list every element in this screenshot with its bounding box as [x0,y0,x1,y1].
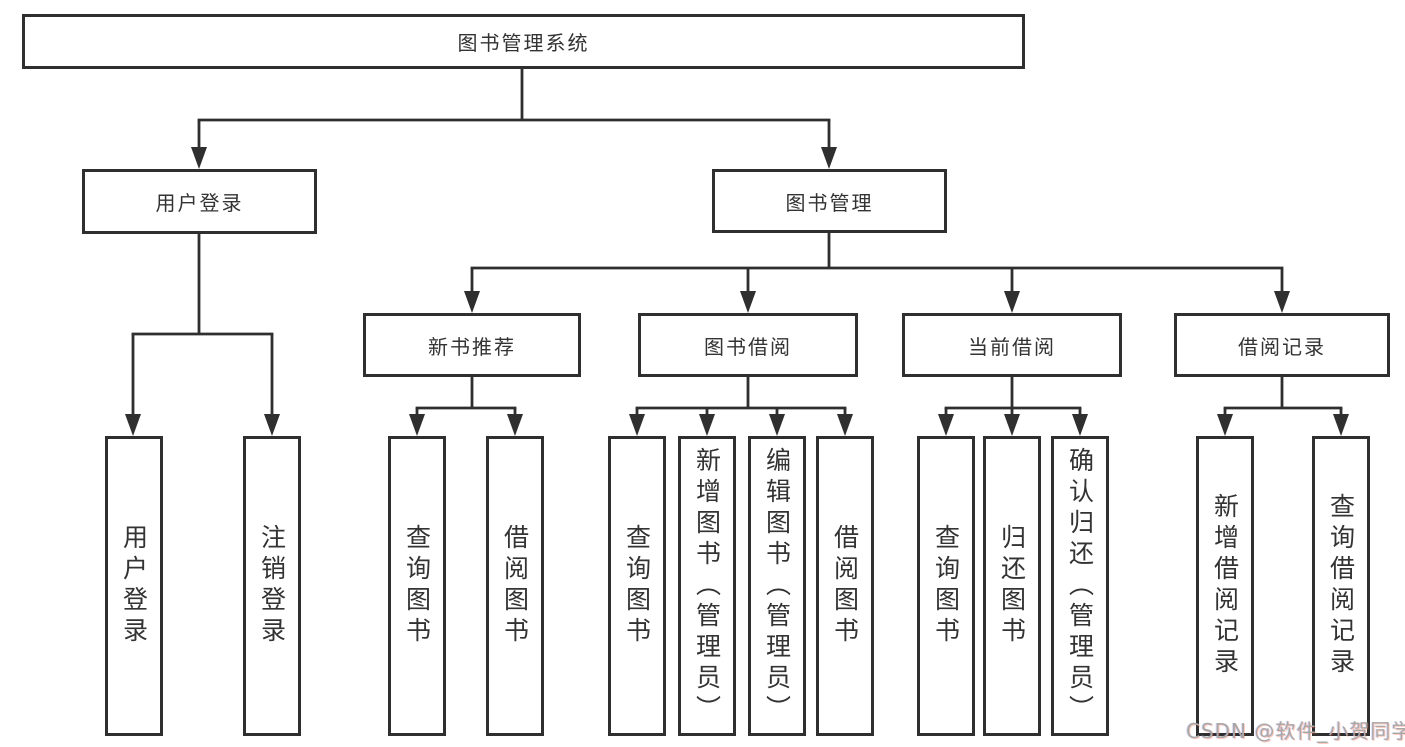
node-book-management: 图书管理 [712,169,947,233]
csdn-watermark: CSDN @软件_小贺同学 [1186,719,1405,743]
leaf-query-books-borrow-label: 查询图书 [622,524,652,648]
leaf-user-login: 用户登录 [105,436,163,736]
leaf-return-books-label: 归还图书 [997,524,1027,648]
node-book-borrowing: 图书借阅 [638,313,858,377]
leaf-confirm-return-admin-label: 确认归还（管理员） [1065,446,1095,726]
leaf-query-books-current-label: 查询图书 [931,524,961,648]
node-library-management-system-label: 图书管理系统 [457,31,590,55]
leaf-add-books-admin: 新增图书（管理员） [678,436,736,736]
leaf-confirm-return-admin: 确认归还（管理员） [1051,436,1109,736]
connector-new-book-recommend-to-leaves [409,377,523,436]
connector-current-borrow-to-leaves [938,377,1088,436]
node-current-borrowing: 当前借阅 [902,313,1122,377]
leaf-add-books-admin-label: 新增图书（管理员） [692,446,722,726]
connector-borrow-records-to-leaves [1217,377,1349,436]
leaf-user-login-label: 用户登录 [119,524,149,648]
leaf-logout: 注销登录 [243,436,301,736]
node-user-login: 用户登录 [82,169,317,234]
connector-book-management-to-level3 [464,233,1290,313]
leaf-logout-label: 注销登录 [257,524,287,648]
leaf-borrow-books-label: 借阅图书 [830,524,860,648]
node-book-management-label: 图书管理 [785,190,874,215]
leaf-borrow-books: 借阅图书 [816,436,874,736]
node-book-borrowing-label: 图书借阅 [704,334,792,359]
leaf-query-books-recommend: 查询图书 [388,436,446,736]
leaf-query-books-current: 查询图书 [917,436,975,736]
node-user-login-label: 用户登录 [155,191,244,215]
leaf-add-borrow-record-label: 新增借阅记录 [1210,493,1240,679]
leaf-return-books: 归还图书 [983,436,1041,736]
leaf-query-borrow-record: 查询借阅记录 [1312,436,1370,736]
node-current-borrowing-label: 当前借阅 [968,334,1056,359]
leaf-add-borrow-record: 新增借阅记录 [1196,436,1254,736]
node-library-management-system: 图书管理系统 [22,14,1025,69]
node-borrowing-records: 借阅记录 [1174,313,1390,377]
connector-user-login-to-leaves [125,234,280,436]
leaf-query-books-borrow: 查询图书 [608,436,666,736]
leaf-edit-books-admin-label: 编辑图书（管理员） [762,446,792,726]
leaf-query-books-recommend-label: 查询图书 [402,524,432,648]
node-borrowing-records-label: 借阅记录 [1238,334,1326,359]
connector-root-to-level2 [191,69,837,169]
node-new-book-recommendation-label: 新书推荐 [428,334,516,359]
leaf-borrow-books-recommend-label: 借阅图书 [500,524,530,648]
node-new-book-recommendation: 新书推荐 [363,313,581,377]
connector-book-borrow-to-leaves [629,377,853,436]
leaf-query-borrow-record-label: 查询借阅记录 [1326,493,1356,679]
leaf-borrow-books-recommend: 借阅图书 [486,436,544,736]
leaf-edit-books-admin: 编辑图书（管理员） [748,436,806,736]
